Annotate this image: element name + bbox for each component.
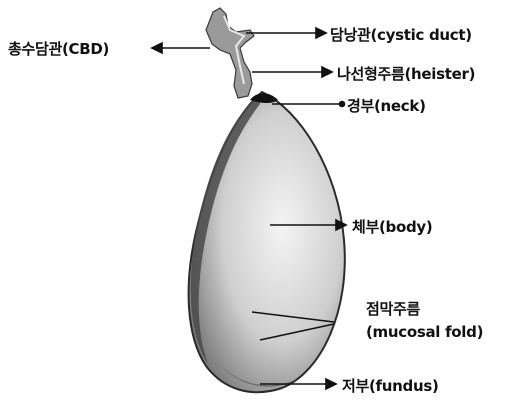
- cbd-arrowhead: [152, 43, 162, 53]
- gallbladder-body-shape: [189, 92, 345, 392]
- cystic-duct-arrowhead: [316, 28, 326, 38]
- neck-dot: [340, 102, 345, 107]
- fundus-arrowhead: [326, 379, 336, 389]
- label-mucosal-ko: 점막주름: [366, 298, 420, 319]
- label-mucosal-en: (mucosal fold): [366, 323, 483, 341]
- label-body: 체부(body): [352, 216, 432, 237]
- label-cbd: 총수담관(CBD): [8, 38, 109, 59]
- heister-arrowhead: [322, 67, 332, 77]
- label-fundus: 저부(fundus): [342, 375, 439, 396]
- label-heister: 나선형주름(heister): [337, 63, 475, 84]
- label-cystic-duct: 담낭관(cystic duct): [330, 24, 472, 45]
- label-neck: 경부(neck): [347, 95, 426, 116]
- duct-shape: [206, 8, 254, 98]
